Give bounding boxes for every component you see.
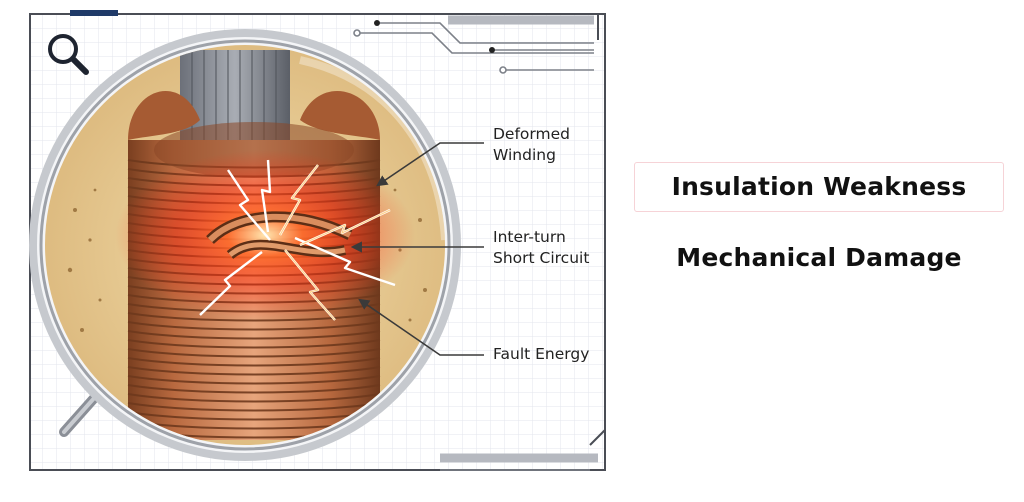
coil-turn	[127, 402, 381, 412]
topic-insulation-weakness[interactable]: Insulation Weakness	[634, 162, 1004, 212]
coil-turn	[127, 312, 381, 322]
coil-turn	[127, 375, 381, 385]
coil-turn	[127, 357, 381, 367]
callout-deformed-winding: Deformed Winding	[493, 124, 570, 166]
circuit-trace-icon	[353, 15, 598, 471]
coil-turn	[127, 321, 381, 331]
callout-fault-energy: Fault Energy	[493, 345, 590, 363]
coil-turn	[127, 348, 381, 358]
callout-inter-turn: Inter-turn Short Circuit	[493, 227, 589, 269]
winding-illustration	[29, 10, 606, 471]
coil-turn	[127, 330, 381, 340]
cutaway-view	[45, 45, 445, 445]
coil-turn	[127, 339, 381, 349]
callout-leaders	[350, 142, 484, 356]
callout-inter-turn-line1: Inter-turn	[493, 228, 566, 246]
coil-turn	[127, 393, 381, 403]
callout-inter-turn-line2: Short Circuit	[493, 249, 590, 267]
coil-turn	[127, 384, 381, 394]
topic-mechanical-damage[interactable]: Mechanical Damage	[676, 243, 962, 272]
callout-deformed-winding-line2: Winding	[493, 146, 556, 164]
magnifier-icon	[48, 34, 89, 75]
callout-deformed-winding-line1: Deformed	[493, 125, 570, 143]
coil-turn	[127, 366, 381, 376]
